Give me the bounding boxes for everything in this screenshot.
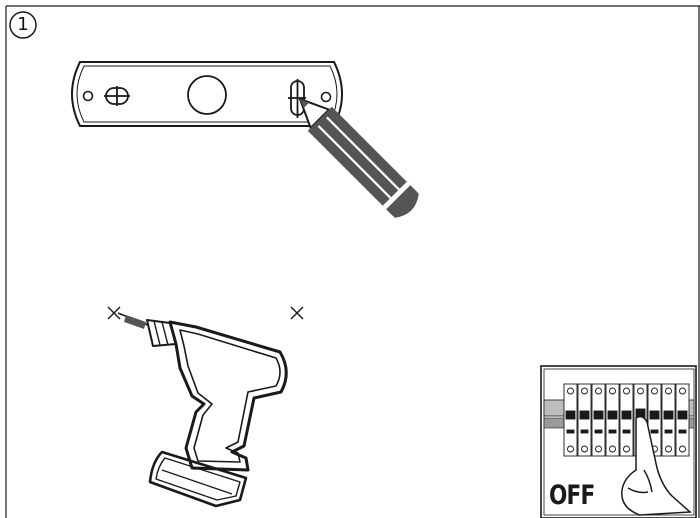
circuit-breaker-icon — [563, 383, 690, 457]
step-number-circle — [9, 11, 37, 39]
frame-border — [5, 5, 700, 518]
mounting-plate-icon — [71, 61, 343, 127]
step-number: 1 — [17, 14, 29, 35]
drill-icon — [117, 312, 288, 508]
hand-icon — [621, 415, 692, 516]
cross-mark-icon — [107, 306, 304, 320]
off-label: OFF — [549, 480, 595, 511]
pencil-icon — [298, 97, 419, 218]
breaker-panel — [540, 365, 697, 518]
